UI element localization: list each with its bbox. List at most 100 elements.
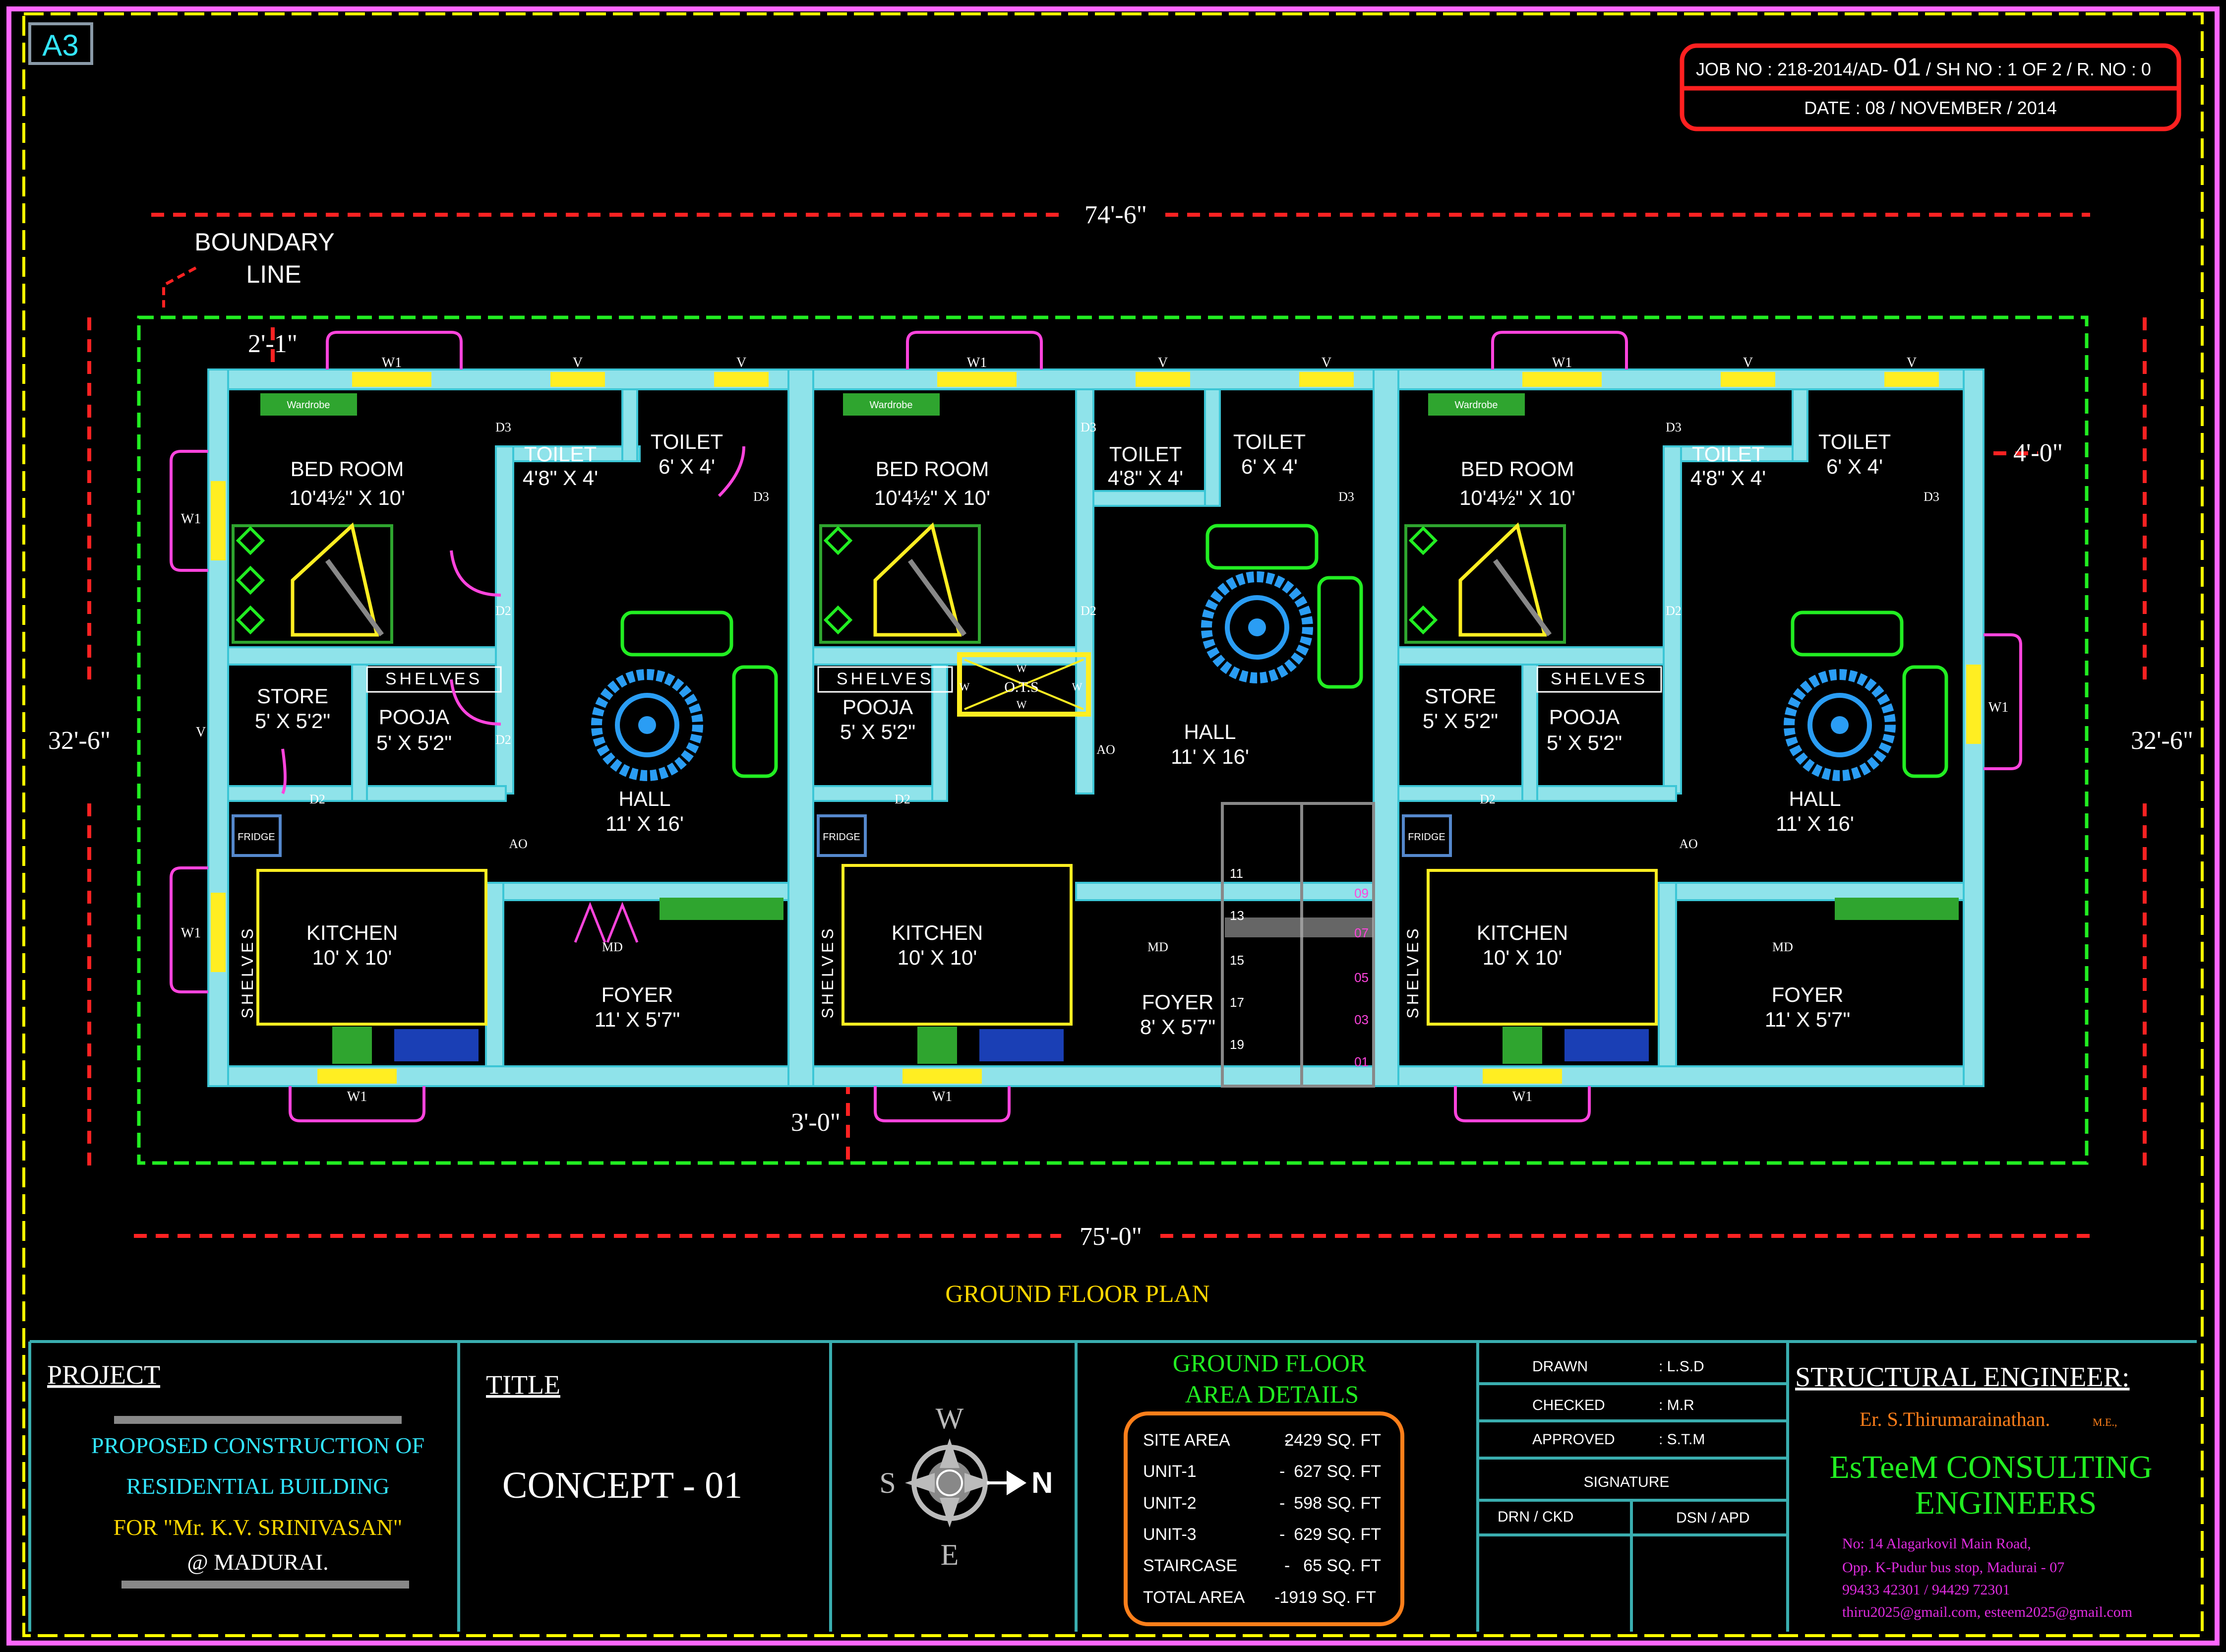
unit-1: Wardrobe BED ROOM 10'4½" X 10' TOILET 4'… <box>227 388 789 1067</box>
kitchen-size: 10' X 10' <box>312 946 392 969</box>
svg-text:UNIT-3: UNIT-3 <box>1143 1525 1197 1544</box>
dining-table-1 <box>591 669 703 781</box>
svg-text:W1: W1 <box>1988 700 2008 715</box>
svg-text:GROUND FLOOR: GROUND FLOOR <box>1173 1349 1367 1377</box>
hall-label: HALL <box>618 787 670 810</box>
job-number-suffix: / SH NO : 1 OF 2 / R. NO : 0 <box>1926 59 2151 79</box>
svg-text:13: 13 <box>1230 908 1244 923</box>
drawing-title: GROUND FLOOR PLAN <box>945 1280 1209 1307</box>
area-rows: SITE AREA - 2429 SQ. FT UNIT-1 - 627 SQ.… <box>1143 1431 1381 1607</box>
svg-text:TOILET: TOILET <box>1109 442 1182 466</box>
svg-text:W1: W1 <box>1512 1089 1532 1104</box>
dimension-right: 32'-6" <box>2131 727 2193 755</box>
hall-size: 11' X 16' <box>605 812 684 835</box>
svg-text:W: W <box>1017 662 1027 674</box>
svg-text:W: W <box>960 680 970 693</box>
store-label: STORE <box>257 684 328 708</box>
svg-text:V: V <box>573 355 583 370</box>
svg-text:D2: D2 <box>1081 604 1096 618</box>
sheet-size-label: A3 <box>42 29 78 62</box>
svg-text:MD: MD <box>602 940 623 954</box>
svg-text:FRIDGE: FRIDGE <box>1408 832 1445 843</box>
svg-text:MD: MD <box>1772 940 1793 954</box>
svg-text:AO: AO <box>1679 837 1698 851</box>
toilet-b-size: 6' X 4' <box>659 455 715 478</box>
svg-text:thiru2025@gmail.com, esteem202: thiru2025@gmail.com, esteem2025@gmail.co… <box>1842 1604 2132 1620</box>
svg-text:01: 01 <box>1354 1054 1369 1069</box>
svg-text:TOILET: TOILET <box>1692 442 1764 466</box>
fridge <box>1402 814 1452 857</box>
tv-unit <box>660 898 783 920</box>
svg-text:Opp. K-Pudur bus stop, Madurai: Opp. K-Pudur bus stop, Madurai - 07 <box>1842 1559 2064 1576</box>
svg-text:5' X 5'2": 5' X 5'2" <box>1547 731 1622 754</box>
svg-text:598 SQ. FT: 598 SQ. FT <box>1294 1494 1381 1513</box>
svg-text:6' X 4': 6' X 4' <box>1241 455 1298 478</box>
svg-text:TOTAL AREA: TOTAL AREA <box>1143 1588 1245 1607</box>
svg-text:HALL: HALL <box>1789 787 1841 810</box>
svg-text:UNIT-2: UNIT-2 <box>1143 1494 1197 1513</box>
svg-text:MD: MD <box>1147 940 1168 954</box>
svg-text:6' X 4': 6' X 4' <box>1826 455 1883 478</box>
svg-text:AO: AO <box>509 837 528 851</box>
svg-text:Wardrobe: Wardrobe <box>1454 400 1498 411</box>
firm-line-1: EsTeeM CONSULTING <box>1829 1449 2152 1485</box>
kitchen-counter <box>1427 869 1658 1026</box>
svg-text:AO: AO <box>1096 742 1115 757</box>
kitchen-counter <box>256 869 487 1026</box>
svg-text:SHELVES: SHELVES <box>1404 925 1422 1018</box>
svg-text:11' X 5'7": 11' X 5'7" <box>1765 1008 1851 1031</box>
svg-text:-: - <box>1284 1431 1290 1450</box>
svg-text:V: V <box>196 725 206 740</box>
kitchen-label: KITCHEN <box>306 921 398 944</box>
title-value: CONCEPT - 01 <box>502 1465 742 1506</box>
bed <box>232 522 393 644</box>
bedroom-size: 10'4½" X 10' <box>289 486 405 509</box>
svg-text:KITCHEN: KITCHEN <box>1477 921 1568 944</box>
sheet-size-badge: A3 <box>28 22 93 65</box>
project-rule-top <box>114 1416 402 1424</box>
wardrobe <box>843 393 940 416</box>
svg-text:-: - <box>1279 1494 1285 1513</box>
window-labels: W1 W1 W1 W1 W1 W1 W1 W1 W1 V V V V V V V <box>181 355 2008 1104</box>
svg-text:10' X 10': 10' X 10' <box>898 946 977 969</box>
svg-text:W1: W1 <box>347 1089 367 1104</box>
sofa-top <box>620 611 733 657</box>
svg-text:W1: W1 <box>181 511 201 527</box>
svg-text:V: V <box>1743 355 1753 370</box>
toilet-b-label: TOILET <box>651 430 723 453</box>
wardrobe <box>1428 393 1525 416</box>
kitchen-counter <box>842 864 1073 1026</box>
svg-text:D3: D3 <box>1924 489 1939 504</box>
svg-text:STORE: STORE <box>1425 684 1496 708</box>
svg-text:-: - <box>1279 1462 1285 1481</box>
svg-text:D3: D3 <box>495 420 511 434</box>
project-heading: PROJECT <box>47 1360 160 1390</box>
title-heading: TITLE <box>486 1370 560 1400</box>
svg-text:07: 07 <box>1354 925 1369 940</box>
svg-text:: L.S.D: : L.S.D <box>1659 1358 1704 1375</box>
svg-text:D2: D2 <box>1480 792 1496 806</box>
svg-text:FOYER: FOYER <box>1142 990 1214 1014</box>
area-table-frame <box>1124 1411 1404 1626</box>
svg-text:99433 42301 / 94429 72301: 99433 42301 / 94429 72301 <box>1842 1582 2010 1598</box>
svg-text:15: 15 <box>1230 953 1244 968</box>
bedroom-label: BED ROOM <box>291 457 404 481</box>
svg-text:: M.R: : M.R <box>1659 1397 1694 1413</box>
svg-text:11: 11 <box>1230 866 1243 881</box>
job-number-value: 01 <box>1893 53 1921 81</box>
svg-text:@ MADURAI.: @ MADURAI. <box>187 1549 328 1575</box>
stove <box>1503 1027 1542 1064</box>
svg-text:SHELVES: SHELVES <box>1551 670 1648 688</box>
svg-text:N: N <box>1031 1466 1053 1499</box>
project-rule-bottom <box>121 1581 409 1589</box>
svg-text:E: E <box>941 1538 959 1571</box>
svg-text:POOJA: POOJA <box>842 695 913 719</box>
unit-3: Wardrobe BED ROOM 10'4½" X 10' TOILET 4'… <box>1397 388 1965 1067</box>
svg-text:10' X 10': 10' X 10' <box>1483 946 1563 969</box>
svg-text:D3: D3 <box>753 489 769 504</box>
svg-text:-: - <box>1279 1525 1285 1544</box>
dining-table-2 <box>1201 571 1313 683</box>
engineer-name: Er. S.Thirumarainathan. <box>1860 1408 2050 1430</box>
svg-text:STAIRCASE: STAIRCASE <box>1143 1556 1237 1575</box>
svg-text:CHECKED: CHECKED <box>1532 1397 1605 1413</box>
